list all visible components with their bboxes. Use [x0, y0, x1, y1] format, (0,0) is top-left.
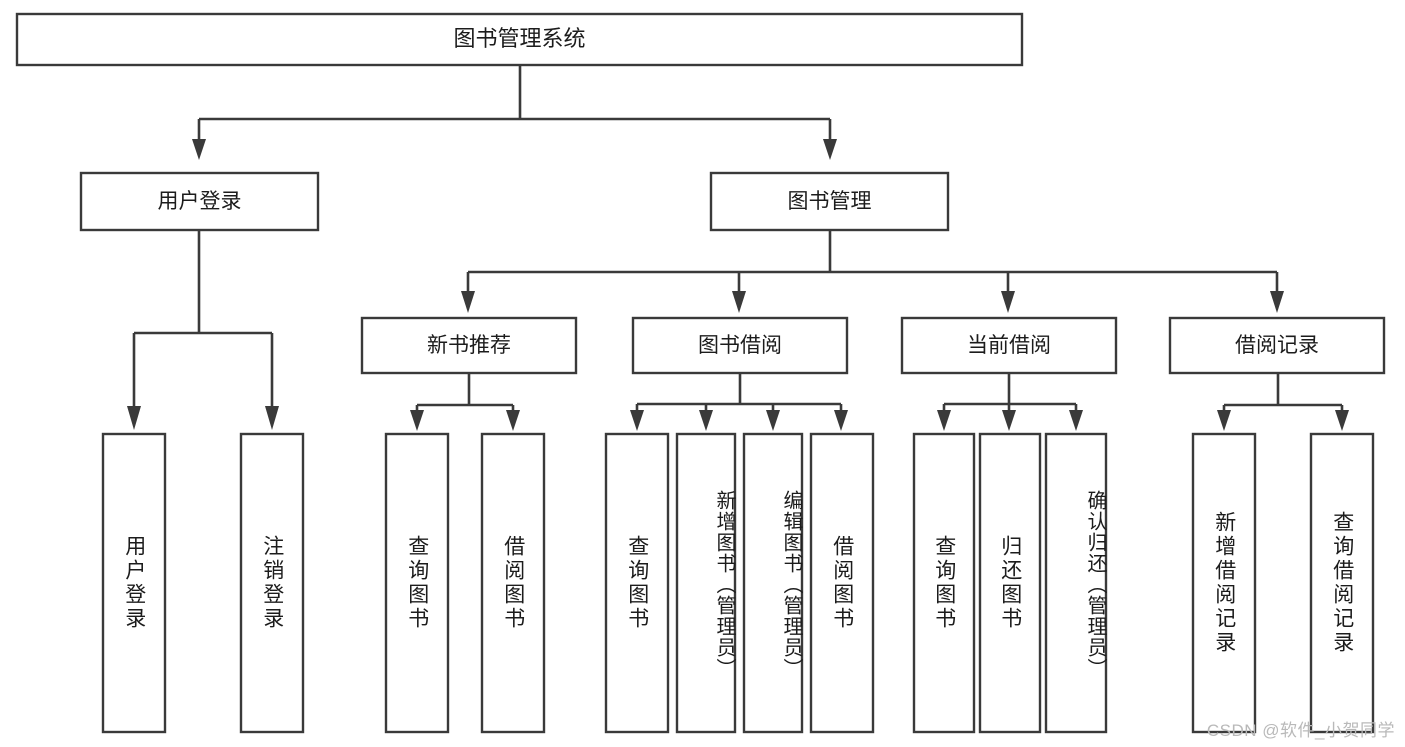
node-box-leaf-cb-query[interactable] — [912, 432, 976, 734]
arrow-head-br-leaf-2 — [1335, 410, 1349, 431]
arrow-head-br-leaf-1 — [1217, 410, 1231, 431]
arrow-head-book-manage — [823, 139, 837, 160]
node-box-leaf-logout[interactable] — [239, 432, 305, 734]
arrow-head-new-book — [461, 291, 475, 313]
node-box-book-borrow[interactable] — [631, 316, 849, 375]
arrow-head-borrow-record — [1270, 291, 1284, 313]
arrow-head-cb-leaf-2 — [1002, 410, 1016, 431]
arrow-head-current-borrow — [1001, 291, 1015, 313]
arrow-head-cb-leaf-1 — [937, 410, 951, 431]
arrow-head-leaf-user-login — [127, 406, 141, 430]
node-box-current-borrow[interactable] — [900, 316, 1118, 375]
node-box-borrow-record[interactable] — [1168, 316, 1386, 375]
node-box-leaf-nb-borrow[interactable] — [480, 432, 546, 734]
arrow-head-nb-leaf-1 — [410, 410, 424, 431]
node-box-leaf-cb-confirm[interactable] — [1044, 432, 1108, 734]
node-box-leaf-br-add[interactable] — [1191, 432, 1257, 734]
node-box-new-book[interactable] — [360, 316, 578, 375]
arrow-head-bb-leaf-1 — [630, 410, 644, 431]
node-box-leaf-user-login[interactable] — [101, 432, 167, 734]
arrow-head-leaf-logout — [265, 406, 279, 430]
node-box-leaf-bb-borrow[interactable] — [809, 432, 875, 734]
node-box-leaf-bb-query[interactable] — [604, 432, 670, 734]
node-box-user-login[interactable] — [79, 171, 320, 232]
node-box-root[interactable] — [15, 12, 1024, 67]
arrow-head-user-login — [192, 139, 206, 160]
node-box-leaf-bb-edit[interactable] — [742, 432, 804, 734]
node-box-book-manage[interactable] — [709, 171, 950, 232]
arrow-head-bb-leaf-4 — [834, 410, 848, 431]
node-box-leaf-nb-query[interactable] — [384, 432, 450, 734]
arrow-head-nb-leaf-2 — [506, 410, 520, 431]
node-box-leaf-bb-add[interactable] — [675, 432, 737, 734]
arrow-head-bb-leaf-2 — [699, 410, 713, 431]
arrow-head-book-borrow — [732, 291, 746, 313]
arrow-head-bb-leaf-3 — [766, 410, 780, 431]
arrow-head-cb-leaf-3 — [1069, 410, 1083, 431]
watermark: CSDN @软件_小贺同学 — [1206, 721, 1395, 740]
node-box-leaf-br-query[interactable] — [1309, 432, 1375, 734]
node-box-leaf-cb-return[interactable] — [978, 432, 1042, 734]
